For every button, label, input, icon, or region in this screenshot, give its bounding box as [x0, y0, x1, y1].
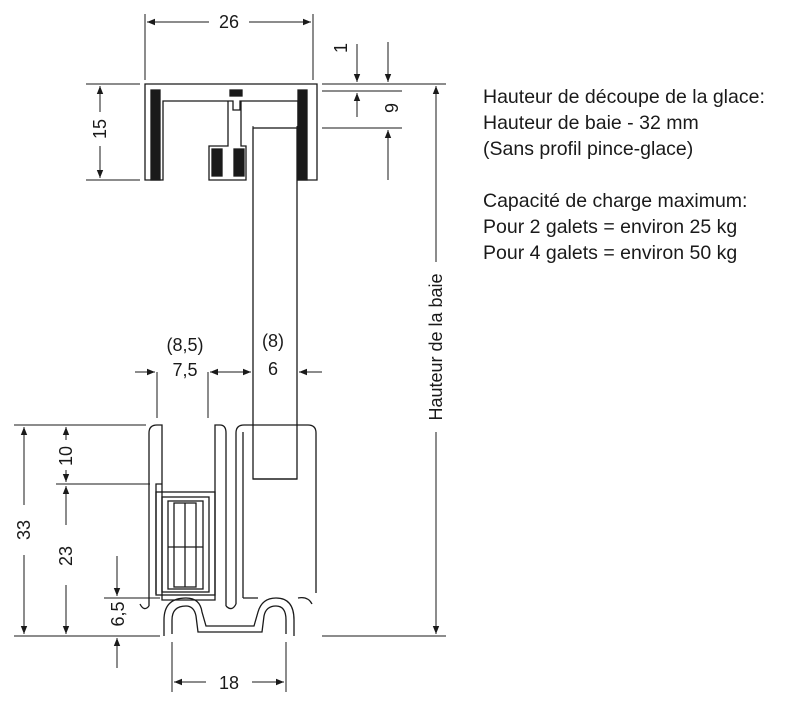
glass-cut-formula: Hauteur de baie - 32 mm: [483, 112, 699, 134]
dim-bottom-upper: 10: [56, 446, 76, 466]
dim-rail-slot-alt: (8,5): [166, 335, 203, 355]
dim-top-lip: 1: [331, 43, 351, 53]
load-2-wheels: Pour 2 galets = environ 25 kg: [483, 216, 738, 238]
load-title: Capacité de charge maximum:: [483, 190, 748, 212]
glass-panel: [252, 127, 298, 480]
dim-top-width: 26: [219, 12, 239, 32]
specification-notes: Hauteur de découpe de la glace: Hauteur …: [483, 84, 793, 266]
dim-bay-height: Hauteur de la baie: [426, 273, 446, 420]
notes-spacer: [483, 162, 793, 188]
dim-rail-slot: 7,5: [172, 360, 197, 380]
glass-cut-note: (Sans profil pince-glace): [483, 138, 694, 160]
dim-track-height: 6,5: [108, 601, 128, 626]
dim-top-groove: 9: [382, 103, 402, 113]
dim-bottom-lower: 23: [56, 546, 76, 566]
bottom-rail-profile: [139, 424, 317, 636]
dim-glass-alt: (8): [262, 331, 284, 351]
dim-bottom-total: 33: [14, 520, 34, 540]
dim-track-width: 18: [219, 673, 239, 693]
load-4-wheels: Pour 4 galets = environ 50 kg: [483, 242, 738, 264]
dimension-labels: 26 1 9 15 (8,5) 7,5 (8) 6 10 23 33 6,5 1…: [14, 12, 446, 693]
glass-cut-title: Hauteur de découpe de la glace:: [483, 86, 765, 108]
dim-glass: 6: [268, 359, 278, 379]
dim-top-height: 15: [90, 119, 110, 139]
top-guide-profile: [144, 83, 318, 181]
dimension-lines: [14, 14, 446, 692]
